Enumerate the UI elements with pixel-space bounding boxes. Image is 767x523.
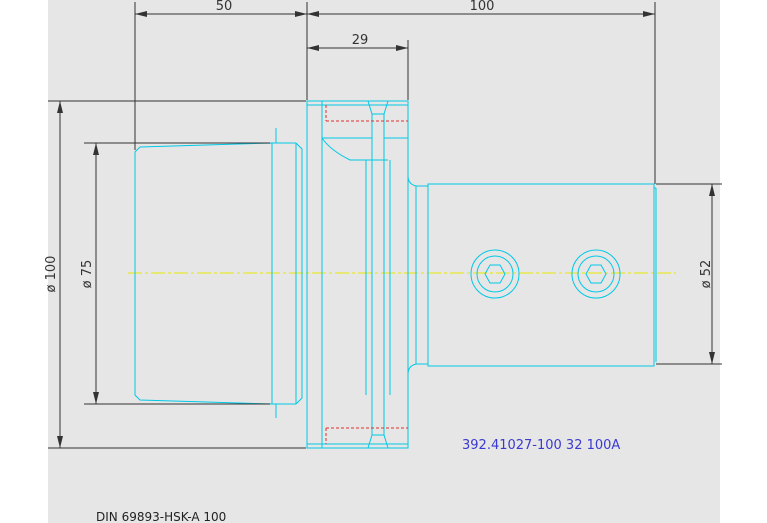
part-number: 392.41027-100 32 100A (462, 438, 620, 453)
tool-holder-outline (134, 100, 657, 449)
dim-length-total: 100 (470, 0, 495, 14)
dimension-arrows (57, 11, 715, 448)
dimension-lines (48, 2, 722, 449)
dim-dia-flange: ø 100 (44, 256, 59, 293)
standard-label: DIN 69893-HSK-A 100 (96, 510, 226, 523)
flange (306, 100, 409, 449)
clamp-screw-1 (470, 249, 520, 299)
dim-dia-taper: ø 75 (80, 260, 95, 289)
cylindrical-shank (427, 183, 655, 367)
hidden-lines (325, 105, 408, 444)
clamp-screw-2 (571, 249, 621, 299)
dim-flange-width: 29 (352, 33, 369, 48)
dim-length-left: 50 (216, 0, 233, 14)
dim-dia-shank: ø 52 (699, 260, 714, 289)
